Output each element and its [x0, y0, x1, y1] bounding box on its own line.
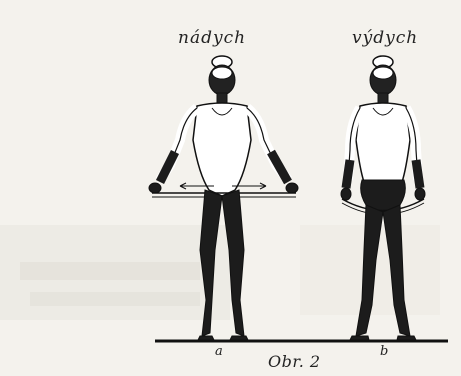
label-a: a	[215, 344, 224, 359]
figure-b-exhale	[341, 56, 425, 340]
figure-caption: Obr. 2	[268, 352, 321, 371]
label-inhale: nádych	[178, 28, 246, 48]
label-exhale: výdych	[352, 28, 418, 48]
label-b: b	[380, 344, 389, 359]
figure-a-inhale	[149, 56, 298, 340]
